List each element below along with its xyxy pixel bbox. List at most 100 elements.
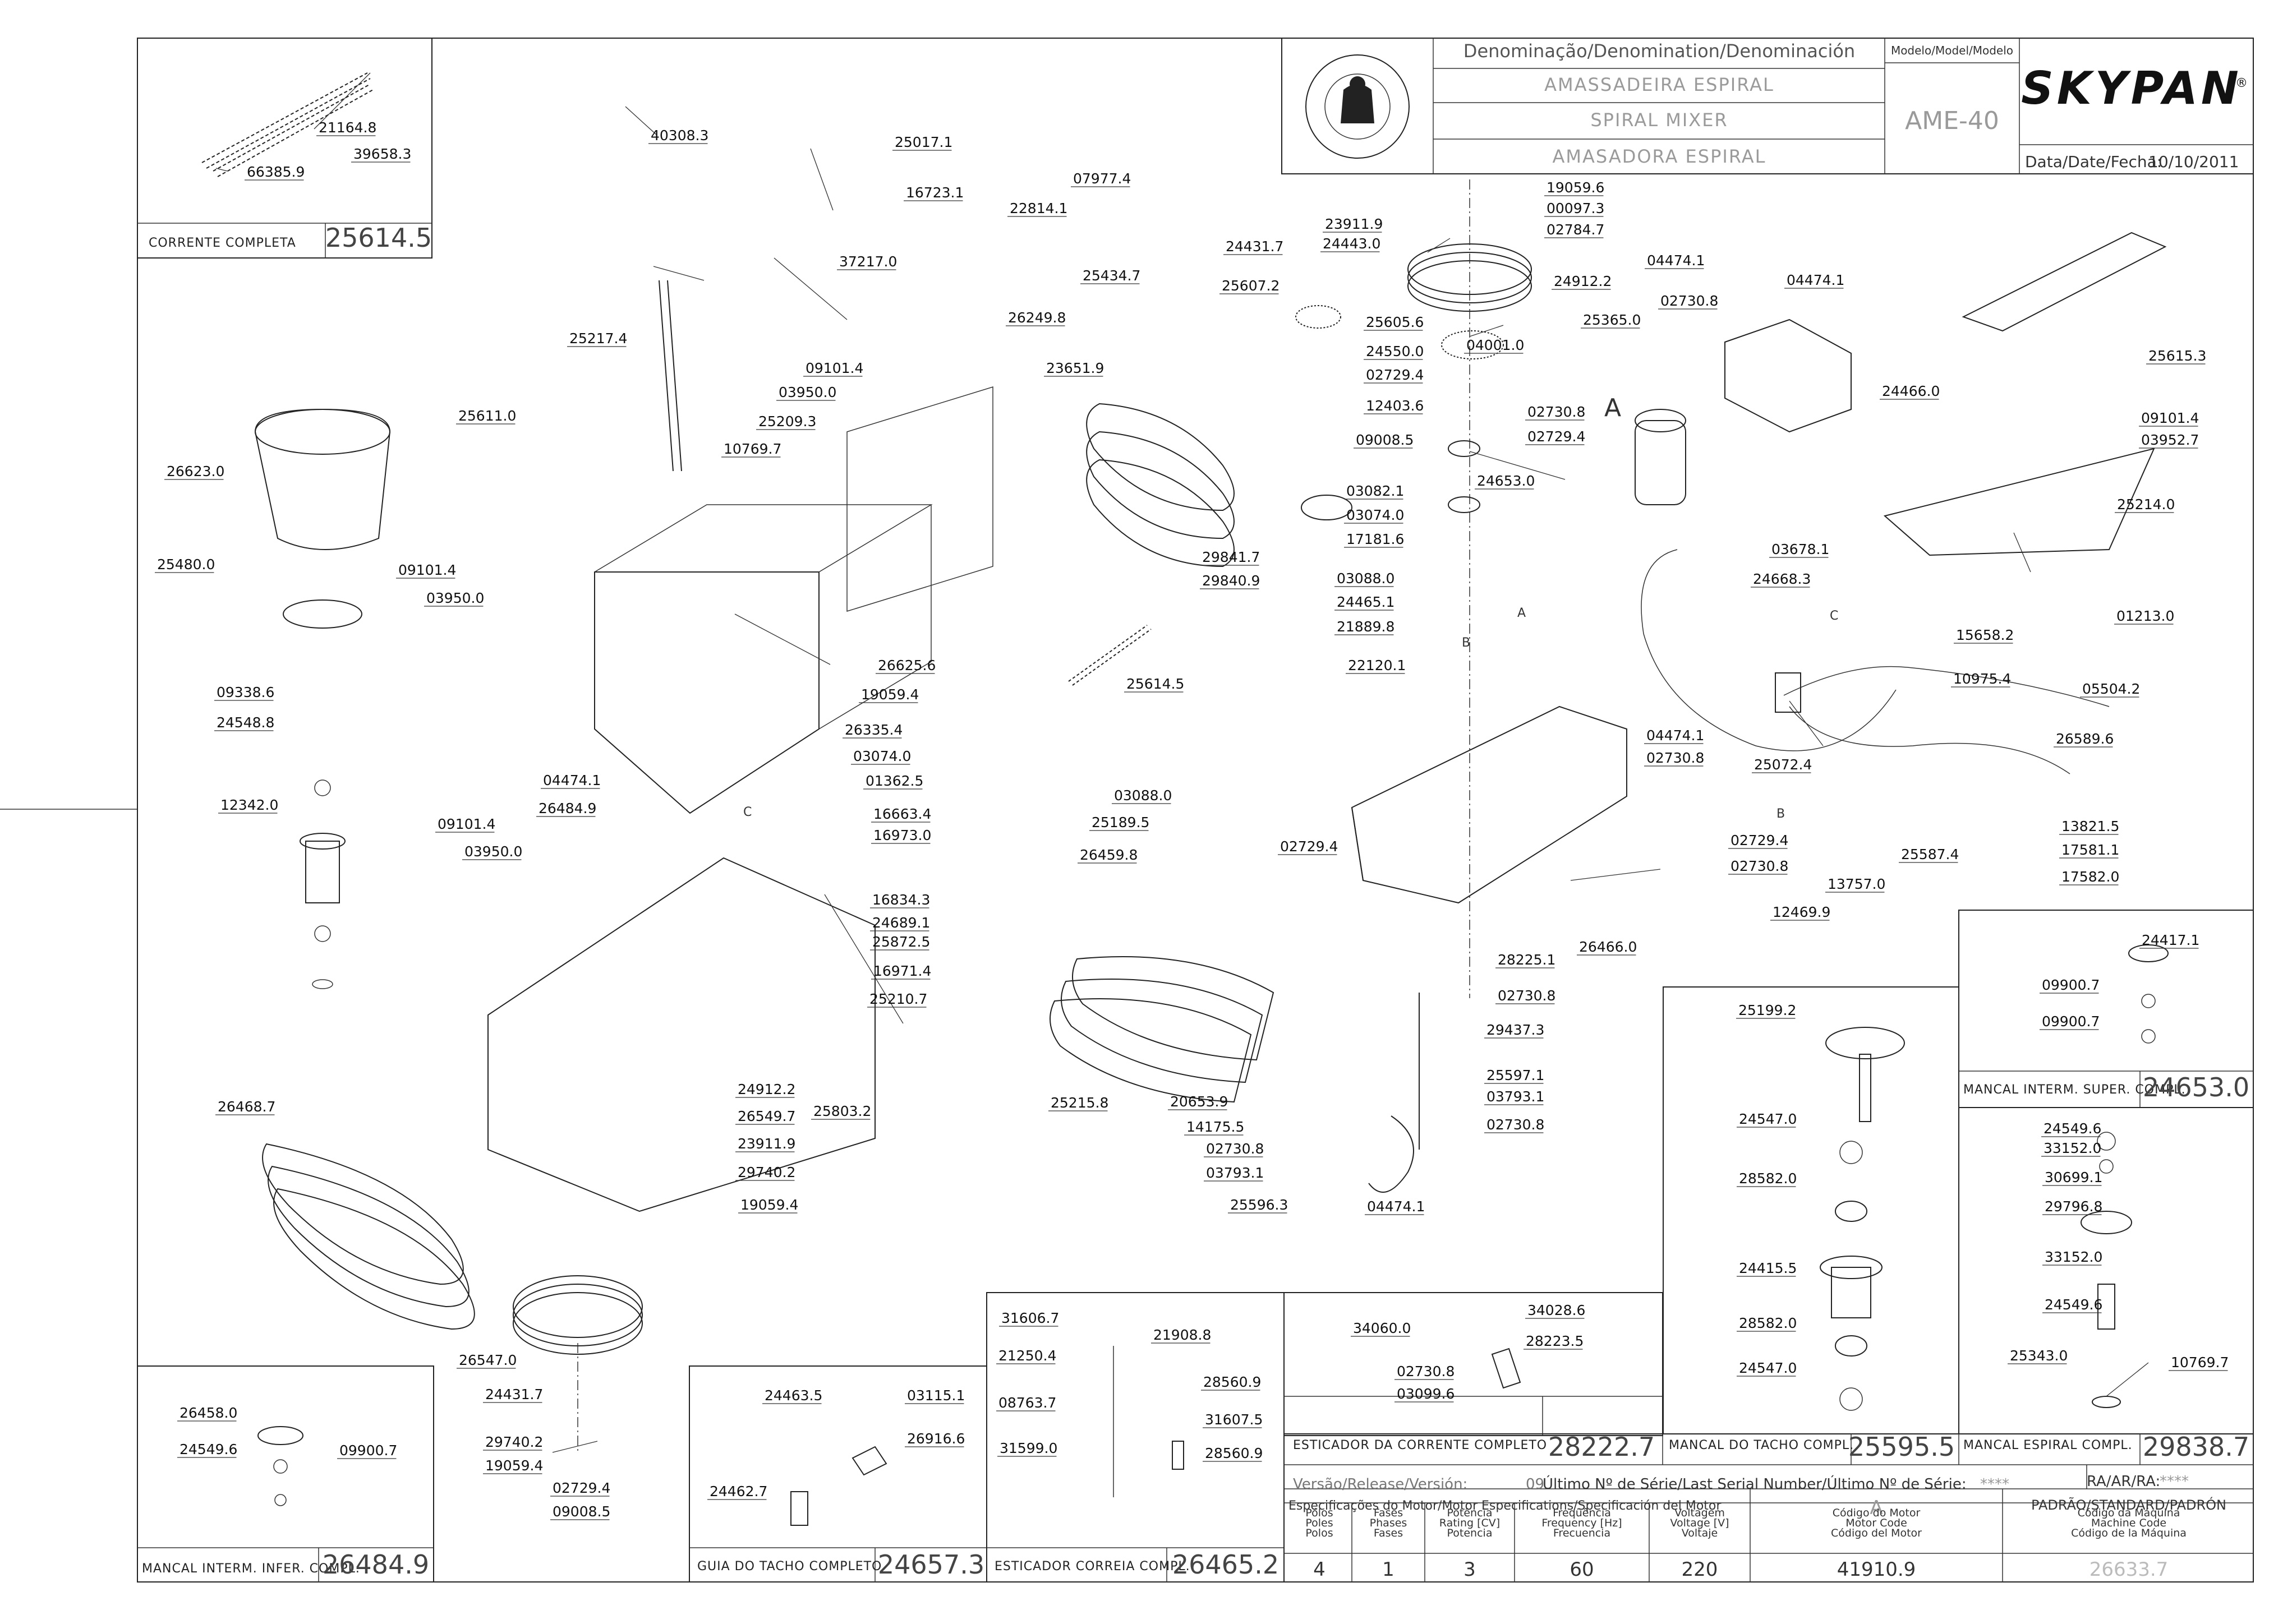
part-label: 24549.6 [180, 1441, 237, 1457]
part-label: 02730.8 [1730, 858, 1788, 874]
part-label: 21250.4 [998, 1348, 1056, 1364]
part-label: 24431.7 [1226, 238, 1283, 255]
part-label: 09338.6 [217, 684, 274, 700]
part-label: 15658.2 [1956, 627, 2014, 643]
part-label: 25072.4 [1754, 756, 1812, 773]
part-label: 39658.3 [353, 146, 411, 162]
part-label: 26623.0 [167, 463, 224, 479]
part-label: 17581.1 [2061, 842, 2119, 858]
part-label: 17582.0 [2061, 869, 2119, 885]
part-label: 28560.9 [1203, 1374, 1261, 1390]
motor-spec-header: Fases [1374, 1507, 1403, 1519]
part-label: 24549.6 [2044, 1120, 2101, 1137]
part-label: 12403.6 [1366, 398, 1424, 414]
part-label: 29740.2 [485, 1434, 543, 1450]
part-label: 03082.1 [1346, 483, 1404, 499]
part-label: 23911.9 [1325, 216, 1383, 232]
part-label: 12469.9 [1773, 904, 1830, 920]
part-label: 24549.6 [2045, 1297, 2102, 1313]
part-label: 28582.0 [1739, 1315, 1797, 1331]
part-label: 24653.0 [1477, 473, 1535, 489]
part-label: 31599.0 [1000, 1440, 1057, 1456]
part-label: 28223.5 [1526, 1333, 1584, 1349]
callout-letter: C [743, 805, 752, 819]
part-label: 26549.7 [738, 1108, 795, 1124]
part-label: 24431.7 [485, 1386, 543, 1402]
part-label: 66385.9 [247, 164, 305, 180]
part-label: 26484.9 [539, 800, 596, 816]
assembly-code: 25614.5 [325, 223, 432, 253]
part-label: 26589.6 [2056, 731, 2114, 747]
part-label: 25587.4 [1901, 846, 1959, 862]
part-label: 02730.8 [1498, 988, 1555, 1004]
motor-spec-header: Potência [1447, 1507, 1493, 1519]
part-label: 03074.0 [853, 748, 911, 764]
part-label: 02730.8 [1660, 293, 1718, 309]
assembly-code: 25595.5 [1848, 1432, 1955, 1462]
part-label: 29796.8 [2045, 1198, 2102, 1215]
denomination-header: Denominação/Denomination/Denominación [1463, 40, 1855, 62]
part-label: 02784.7 [1547, 222, 1604, 238]
ra-label: RA/AR/RA: [2087, 1473, 2160, 1490]
part-label: 25803.2 [813, 1103, 871, 1119]
part-label: 24463.5 [765, 1387, 822, 1404]
part-label: 37217.0 [839, 253, 897, 270]
part-label: 03088.0 [1114, 787, 1172, 804]
motor-spec-label: Especificações do Motor/Motor Especifica… [1288, 1499, 1722, 1513]
part-label: 01362.5 [866, 773, 923, 789]
assembly-label: GUIA DO TACHO COMPLETO [697, 1560, 882, 1574]
part-label: 25189.5 [1092, 814, 1149, 831]
part-label: 22120.1 [1348, 657, 1406, 673]
model-value: AME-40 [1905, 107, 1999, 135]
part-label: 29840.9 [1202, 573, 1260, 589]
sheet-border [137, 38, 2254, 1583]
assembly-label: ESTICADOR CORREIA COMPL. [995, 1560, 1190, 1574]
motor-spec-header: Código de la Máquina [2071, 1527, 2187, 1539]
machine-name-en: SPIRAL MIXER [1590, 109, 1728, 131]
motor-spec-table: PólosPolesPolos4FasesPhasesFases1Potênci… [1305, 1507, 2187, 1581]
part-label: 29841.7 [1202, 549, 1260, 565]
assembly-label: MANCAL DO TACHO COMPL. [1669, 1438, 1854, 1452]
authorized-service-logo [1305, 54, 1410, 159]
part-label: 16971.4 [873, 963, 931, 979]
part-label: 09101.4 [806, 360, 863, 376]
callout-letter: A [1604, 394, 1621, 422]
part-label: 07977.4 [1073, 170, 1131, 187]
part-label: 19059.4 [740, 1197, 798, 1213]
part-label: 19059.4 [861, 686, 919, 703]
part-label: 25480.0 [157, 556, 215, 573]
part-label: 04001.0 [1466, 337, 1524, 353]
motor-spec-header: Voltage [V] [1670, 1517, 1729, 1529]
leader-lines [215, 72, 2149, 1453]
brand-name: SKYPAN [2021, 62, 2242, 114]
part-label: 23911.9 [738, 1136, 795, 1152]
motor-spec-header: Machine Code [2091, 1517, 2166, 1529]
part-label: 16973.0 [873, 827, 931, 843]
part-label: 03950.0 [464, 843, 522, 860]
part-label: 28560.9 [1205, 1445, 1263, 1461]
part-label: 05504.2 [2082, 681, 2140, 697]
part-label: 04474.1 [1646, 727, 1704, 744]
part-label: 25209.3 [758, 413, 816, 430]
part-label: 31606.7 [1001, 1310, 1059, 1326]
motor-spec-value: 4 [1313, 1558, 1326, 1581]
part-label: 24466.0 [1882, 383, 1940, 399]
assembly-code: 29838.7 [2143, 1432, 2249, 1462]
part-label: 10769.7 [2171, 1354, 2229, 1371]
motor-spec-header: Voltaje [1682, 1527, 1718, 1539]
part-label: 40308.3 [651, 127, 708, 144]
part-label: 03950.0 [779, 384, 836, 400]
part-label: 02730.8 [1397, 1363, 1455, 1380]
part-label: 26466.0 [1579, 939, 1637, 955]
motor-spec-header: Freqüência [1553, 1507, 1611, 1519]
part-label: 01213.0 [2116, 608, 2174, 624]
motor-spec-header: Código do Motor [1833, 1507, 1921, 1519]
part-label: 17181.6 [1346, 531, 1404, 547]
part-label: 24547.0 [1739, 1360, 1797, 1376]
motor-spec-value: 60 [1570, 1558, 1594, 1581]
assembly-code: 28222.7 [1548, 1432, 1655, 1462]
part-label: 26458.0 [180, 1405, 237, 1421]
motor-spec-header: Rating [CV] [1439, 1517, 1500, 1529]
part-label: 24912.2 [738, 1081, 795, 1097]
motor-spec-value: 3 [1463, 1558, 1476, 1581]
